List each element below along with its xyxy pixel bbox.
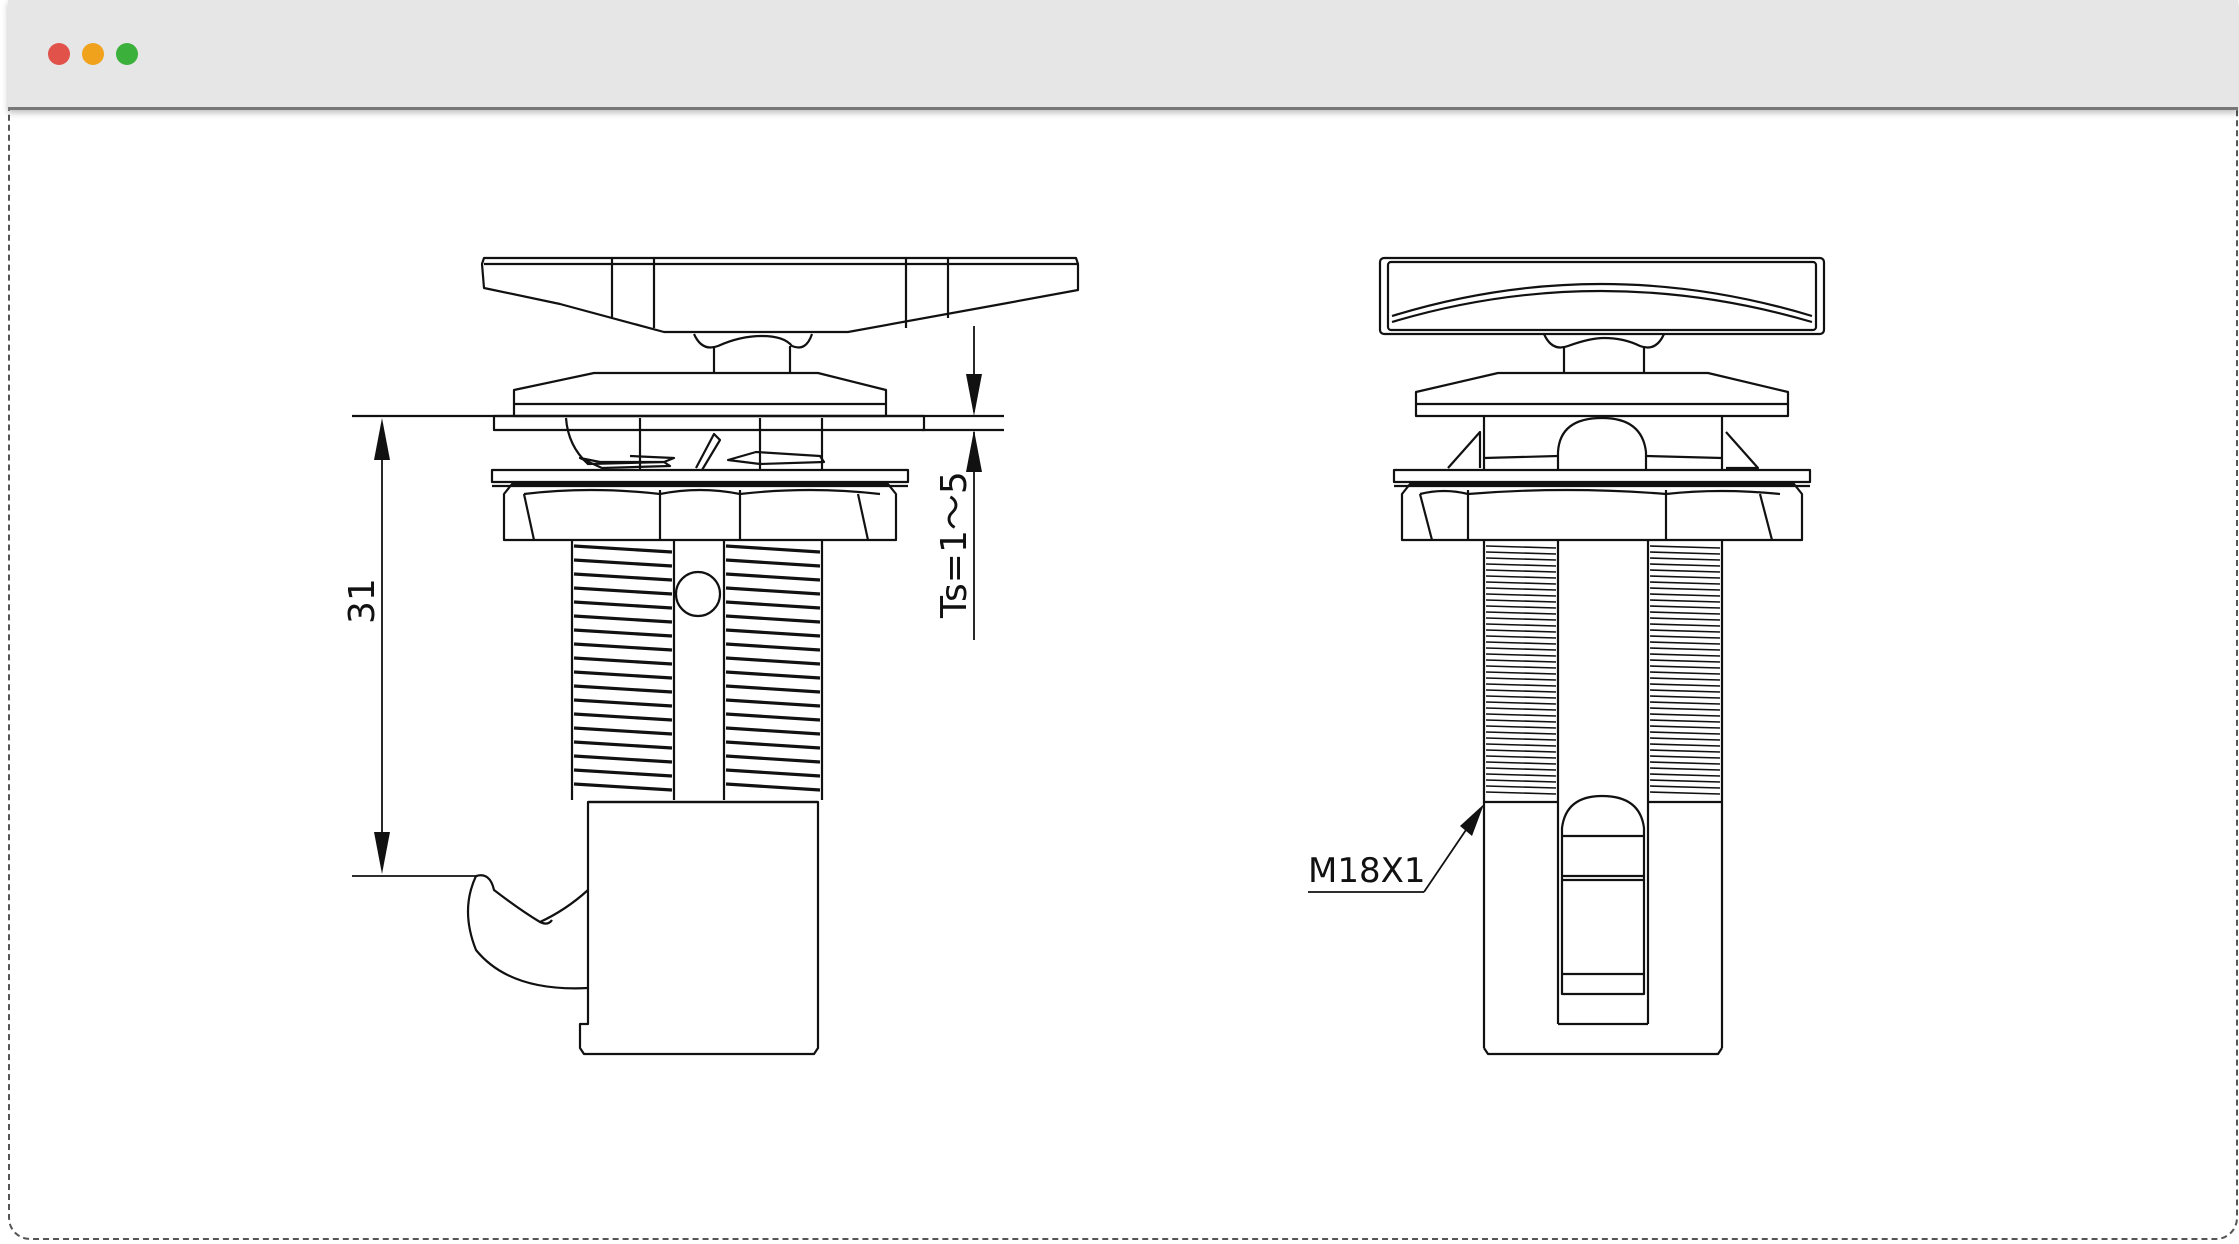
close-button[interactable] <box>48 43 70 65</box>
dimension-thickness <box>966 326 982 640</box>
window-frame <box>8 0 2238 1240</box>
front-view-lock <box>1378 256 1826 1056</box>
dimension-length <box>352 415 480 877</box>
dimension-length-label: 31 <box>342 578 383 624</box>
thread-label: M18X1 <box>1308 851 1426 891</box>
minimize-button[interactable] <box>82 43 104 65</box>
dimension-thickness-label: Ts=1～5 <box>934 471 975 619</box>
title-bar <box>8 0 2238 110</box>
side-view-lock <box>352 256 1080 1056</box>
zoom-button[interactable] <box>116 43 138 65</box>
thread-leader <box>1308 804 1484 893</box>
